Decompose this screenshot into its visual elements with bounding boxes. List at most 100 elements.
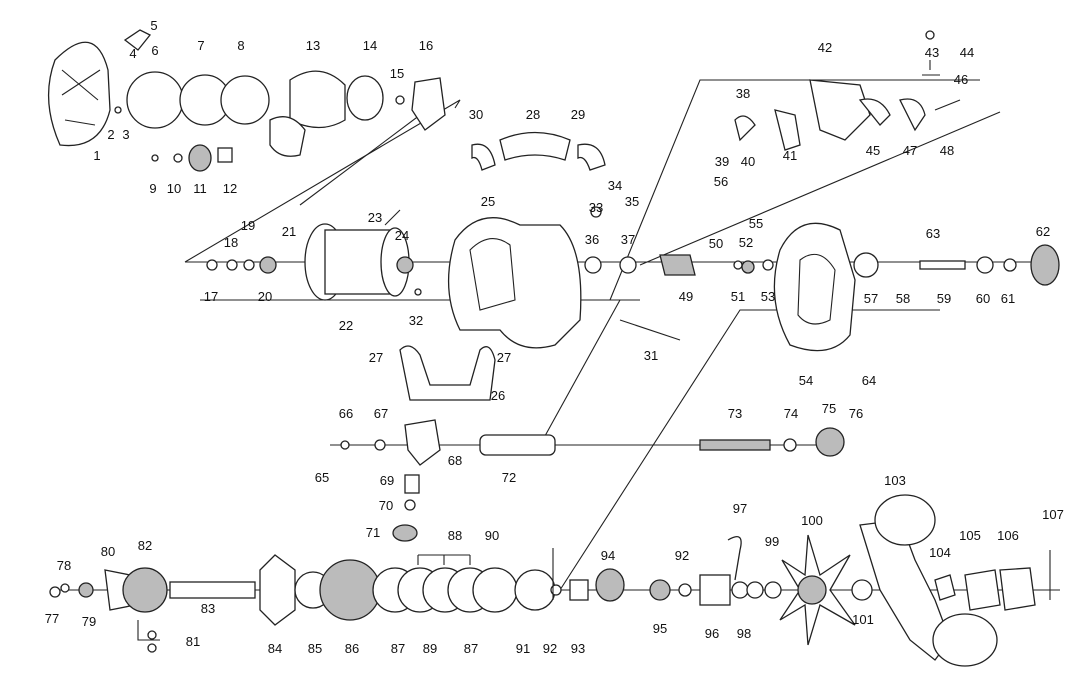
- part-label: 36: [585, 232, 599, 247]
- side-cover-1: [47, 41, 111, 147]
- part-label: 10: [167, 181, 181, 196]
- part-label: 52: [739, 235, 753, 250]
- part-label: 64: [862, 373, 876, 388]
- tube-72: [479, 434, 556, 456]
- spring-97: [727, 536, 742, 581]
- part-label: 17: [204, 289, 218, 304]
- part-label: 33: [589, 200, 603, 215]
- frame-group: [399, 131, 637, 401]
- part-label: 43: [925, 45, 939, 60]
- part-label: 56: [714, 174, 728, 189]
- part-label: 50: [709, 236, 723, 251]
- part-label: 81: [186, 634, 200, 649]
- part-label: 39: [715, 154, 729, 169]
- worm-shaft-73: [699, 439, 771, 451]
- part-label: 20: [258, 289, 272, 304]
- part-label: 8: [237, 38, 244, 53]
- part-label: 104: [929, 545, 951, 560]
- part-label: 57: [864, 291, 878, 306]
- drive-gear-86: [319, 559, 381, 621]
- part-label: 19: [241, 218, 255, 233]
- pinion-49: [659, 254, 696, 276]
- part-label: 76: [849, 406, 863, 421]
- part-label: 26: [491, 388, 505, 403]
- part-label: 51: [731, 289, 745, 304]
- part-label: 37: [621, 232, 635, 247]
- part-label: 88: [448, 528, 462, 543]
- part-label: 12: [223, 181, 237, 196]
- part-label: 46: [954, 72, 968, 87]
- part-label: 25: [481, 194, 495, 209]
- part-label: 9: [149, 181, 156, 196]
- part-label: 96: [705, 626, 719, 641]
- thumb-bar-28: [499, 131, 571, 161]
- part-label: 75: [822, 401, 836, 416]
- part-label: 27: [369, 350, 383, 365]
- part-label: 15: [390, 66, 404, 81]
- drive-group: [49, 494, 1036, 667]
- clip-29: [577, 143, 606, 171]
- part-label: 68: [448, 453, 462, 468]
- part-label: 48: [940, 143, 954, 158]
- ring-8: [220, 75, 270, 125]
- part-label: 58: [896, 291, 910, 306]
- ratchet-84: [259, 554, 296, 626]
- part-label: 45: [866, 143, 880, 158]
- gear-75: [815, 427, 845, 457]
- part-label: 103: [884, 473, 906, 488]
- part-label: 34: [608, 178, 622, 193]
- part-label: 32: [409, 313, 423, 328]
- part-label: 1: [93, 148, 100, 163]
- part-label: 4: [129, 46, 136, 61]
- part-label: 90: [485, 528, 499, 543]
- bearing-71: [392, 524, 418, 542]
- part-label: 42: [818, 40, 832, 55]
- side-cover-group: [47, 29, 446, 172]
- part-label: 24: [395, 228, 409, 243]
- bearing-94: [595, 568, 625, 602]
- part-label: 92: [543, 641, 557, 656]
- part-label: 66: [339, 406, 353, 421]
- part-label: 31: [644, 348, 658, 363]
- knob-11: [188, 144, 212, 172]
- part-label: 22: [339, 318, 353, 333]
- part-label: 107: [1042, 507, 1064, 522]
- part-label: 30: [469, 107, 483, 122]
- part-label: 13: [306, 38, 320, 53]
- part-label: 38: [736, 86, 750, 101]
- part-label: 87: [464, 641, 478, 656]
- part-label: 87: [391, 641, 405, 656]
- part-label: 44: [960, 45, 974, 60]
- clip-30: [471, 143, 496, 171]
- part-label: 47: [903, 143, 917, 158]
- part-label: 98: [737, 626, 751, 641]
- bracket-42: [809, 79, 871, 141]
- side-plate-54: [773, 222, 856, 352]
- part-label: 79: [82, 614, 96, 629]
- main-gear-82: [122, 567, 168, 613]
- part-label: 89: [423, 641, 437, 656]
- part-label: 71: [366, 525, 380, 540]
- bearing-20: [259, 256, 277, 274]
- ring-6: [126, 71, 184, 129]
- part-label: 5: [150, 18, 157, 33]
- part-label: 101: [852, 612, 874, 627]
- part-label: 65: [315, 470, 329, 485]
- part-label: 74: [784, 406, 798, 421]
- part-label: 83: [201, 601, 215, 616]
- part-label: 60: [976, 291, 990, 306]
- part-label: 69: [380, 473, 394, 488]
- part-label: 62: [1036, 224, 1050, 239]
- part-label: 2: [107, 127, 114, 142]
- part-label: 106: [997, 528, 1019, 543]
- part-label: 94: [601, 548, 615, 563]
- part-label: 85: [308, 641, 322, 656]
- part-label: 91: [516, 641, 530, 656]
- plate-16: [411, 77, 446, 131]
- part-label: 16: [419, 38, 433, 53]
- part-label: 105: [959, 528, 981, 543]
- part-label: 29: [571, 107, 585, 122]
- part-label: 70: [379, 498, 393, 513]
- part-label: 53: [761, 289, 775, 304]
